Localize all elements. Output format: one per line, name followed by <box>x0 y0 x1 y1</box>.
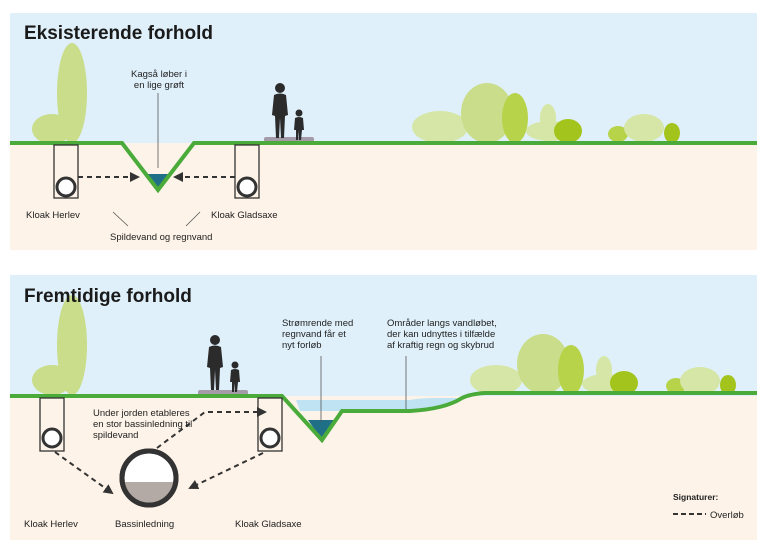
pipe-note-line-1: Under jorden etableres <box>93 408 190 419</box>
ditch-note-line-1: Kagså løber i <box>131 69 187 80</box>
overflow-arrow <box>54 451 114 495</box>
ground-line <box>10 391 757 444</box>
stream-note-line-2: regnvand får et <box>282 329 346 340</box>
ground-line <box>10 141 757 194</box>
paving <box>264 137 314 142</box>
tree-icon <box>32 43 87 144</box>
pipe-note-line-2: en stor bassinledning til <box>93 419 192 430</box>
flow-note: Spildevand og regnvand <box>110 232 212 243</box>
person-adult-icon <box>272 83 288 138</box>
stream-note-line-3: nyt forløb <box>282 340 322 351</box>
right-sewer-label: Kloak Gladsaxe <box>235 519 302 530</box>
existing-panel: Eksisterende forhold Kagså løber i en li… <box>10 13 757 250</box>
sewer-pipe-icon <box>257 397 283 452</box>
legend: Signaturer: Overløb <box>673 492 744 521</box>
future-title: Fremtidige forhold <box>24 286 192 307</box>
stream-note-line-1: Strømrende med <box>282 318 353 329</box>
left-sewer-label: Kloak Herlev <box>24 519 78 530</box>
flood-water <box>296 398 462 411</box>
sewer-pipe-icon <box>53 144 79 199</box>
area-note-line-2: der kan udnyttes i tilfælde <box>387 329 495 340</box>
area-note-line-3: af kraftig regn og skybrud <box>387 340 494 351</box>
tree-icon <box>32 295 87 395</box>
left-sewer-label: Kloak Herlev <box>26 210 80 221</box>
sewer-pipe-icon <box>39 397 65 452</box>
ditch-water <box>146 174 170 190</box>
pointer-line <box>185 211 201 227</box>
person-adult-icon <box>207 335 223 390</box>
tree-icon <box>412 83 680 143</box>
stream-water <box>308 420 336 440</box>
person-child-icon <box>230 361 240 392</box>
pointer-line <box>112 211 129 227</box>
ditch-note-line-2: en lige grøft <box>134 80 185 91</box>
future-panel: Fremtidige forhold Strømrende med regnva… <box>10 275 757 540</box>
pipe-note-line-3: spildevand <box>93 430 138 441</box>
basin-pipe-icon <box>119 448 179 508</box>
legend-overflow-label: Overløb <box>710 510 744 521</box>
legend-title: Signaturer: <box>673 492 719 502</box>
person-child-icon <box>294 109 304 140</box>
sewer-pipe-icon <box>234 144 260 199</box>
overflow-arrow <box>156 407 267 449</box>
area-note-line-1: Områder langs vandløbet, <box>387 318 497 329</box>
basin-label: Bassinledning <box>115 519 174 530</box>
existing-title: Eksisterende forhold <box>24 23 213 44</box>
tree-icon <box>470 334 736 395</box>
overflow-arrow <box>188 452 264 490</box>
right-sewer-label: Kloak Gladsaxe <box>211 210 278 221</box>
